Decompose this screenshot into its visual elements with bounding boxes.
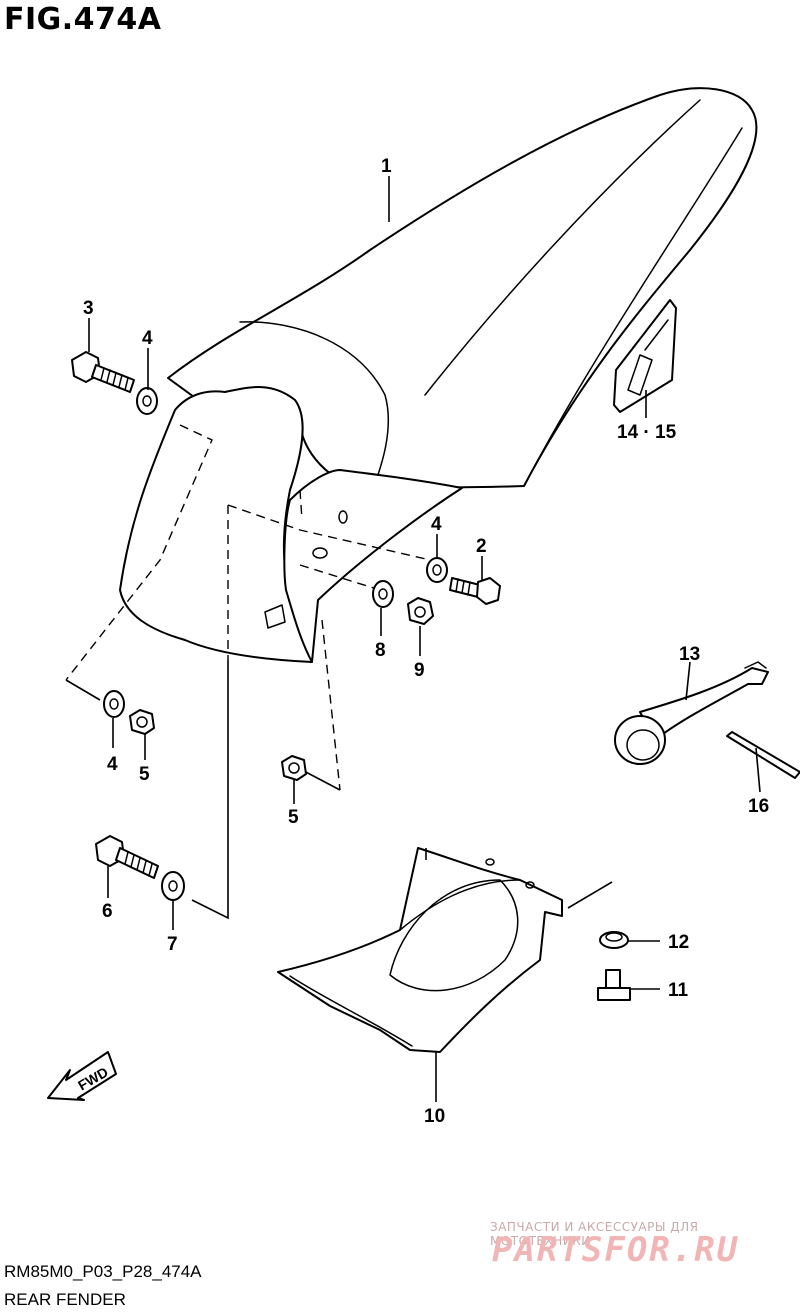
label-part-3: 3 <box>83 298 94 319</box>
washer-4-left <box>103 690 125 718</box>
pin-16 <box>726 731 800 779</box>
label-part-6: 6 <box>102 901 113 922</box>
label-part-1: 1 <box>381 156 392 177</box>
label-part-14-15: 14 · 15 <box>617 422 677 443</box>
nut-12 <box>599 931 629 949</box>
watermark-brand: PARTSFOR.RU <box>492 1230 740 1270</box>
washer-8 <box>372 580 394 608</box>
watermark-tagline: ЗАПЧАСТИ И АКСЕССУАРЫ ДЛЯ МОТОТЕХНИКИ <box>490 1220 699 1248</box>
washer-4-right <box>426 557 448 583</box>
label-part-9: 9 <box>414 660 425 681</box>
decal <box>613 299 677 413</box>
bolt-2 <box>449 577 501 605</box>
rear-fender <box>119 87 758 663</box>
assembly-lines <box>65 424 613 920</box>
leader-lines <box>88 176 761 1102</box>
label-part-5: 5 <box>139 764 150 785</box>
label-part-11: 11 <box>668 980 689 1001</box>
label-part-7: 7 <box>167 934 178 955</box>
label-part-4: 4 <box>142 328 153 349</box>
label-part-13: 13 <box>679 644 700 665</box>
label-part-2: 2 <box>476 536 487 557</box>
diagram-name: REAR FENDER <box>4 1290 126 1309</box>
bolt-6 <box>95 835 159 879</box>
nut-5-left <box>129 709 155 735</box>
label-part-8: 8 <box>375 640 386 661</box>
label-part-4: 4 <box>107 754 118 775</box>
label-part-16: 16 <box>748 796 769 817</box>
washer-4-top <box>136 387 158 415</box>
label-part-12: 12 <box>668 932 689 953</box>
tool-wrench-13 <box>614 661 769 765</box>
diagram-code: RM85M0_P03_P28_474A <box>4 1262 202 1281</box>
washer-7 <box>161 871 185 901</box>
label-part-5: 5 <box>288 807 299 828</box>
nut-9 <box>407 597 434 625</box>
figure-title: FIG.474A <box>4 2 162 37</box>
bolt-3 <box>71 351 135 393</box>
guard-10 <box>277 847 563 1053</box>
fwd-arrow: FWD <box>47 1051 117 1101</box>
label-part-4: 4 <box>431 514 442 535</box>
nut-5-middle <box>281 755 307 781</box>
part-number-labels: 1 3 4 4 2 8 9 14 · 15 4 5 5 6 7 13 16 12… <box>83 156 769 1127</box>
label-part-10: 10 <box>424 1106 445 1127</box>
bolt-11 <box>597 969 631 1001</box>
